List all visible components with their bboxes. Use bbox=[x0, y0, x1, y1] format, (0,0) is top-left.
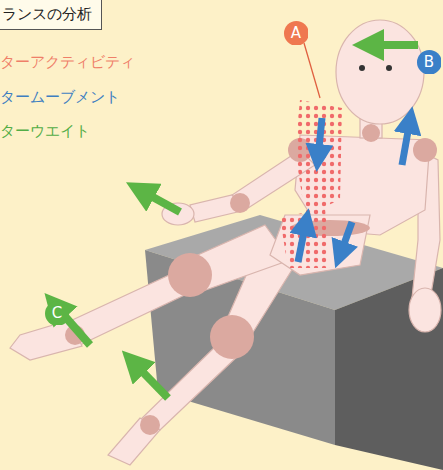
title-box: ランスの分析 bbox=[0, 0, 102, 30]
legend-label: タームーブメント bbox=[0, 88, 120, 106]
legend-label: ターウエイト bbox=[0, 122, 90, 140]
legend-label: ターアクティビティ bbox=[0, 53, 135, 71]
callout-circle: B bbox=[417, 50, 442, 75]
callout-circle: A bbox=[284, 21, 309, 46]
callout-circle: C bbox=[45, 301, 70, 326]
title-text: ランスの分析 bbox=[2, 5, 92, 23]
callout-letter: A bbox=[284, 24, 309, 42]
callout-letter: B bbox=[417, 53, 442, 71]
callout-letter: C bbox=[45, 304, 70, 322]
